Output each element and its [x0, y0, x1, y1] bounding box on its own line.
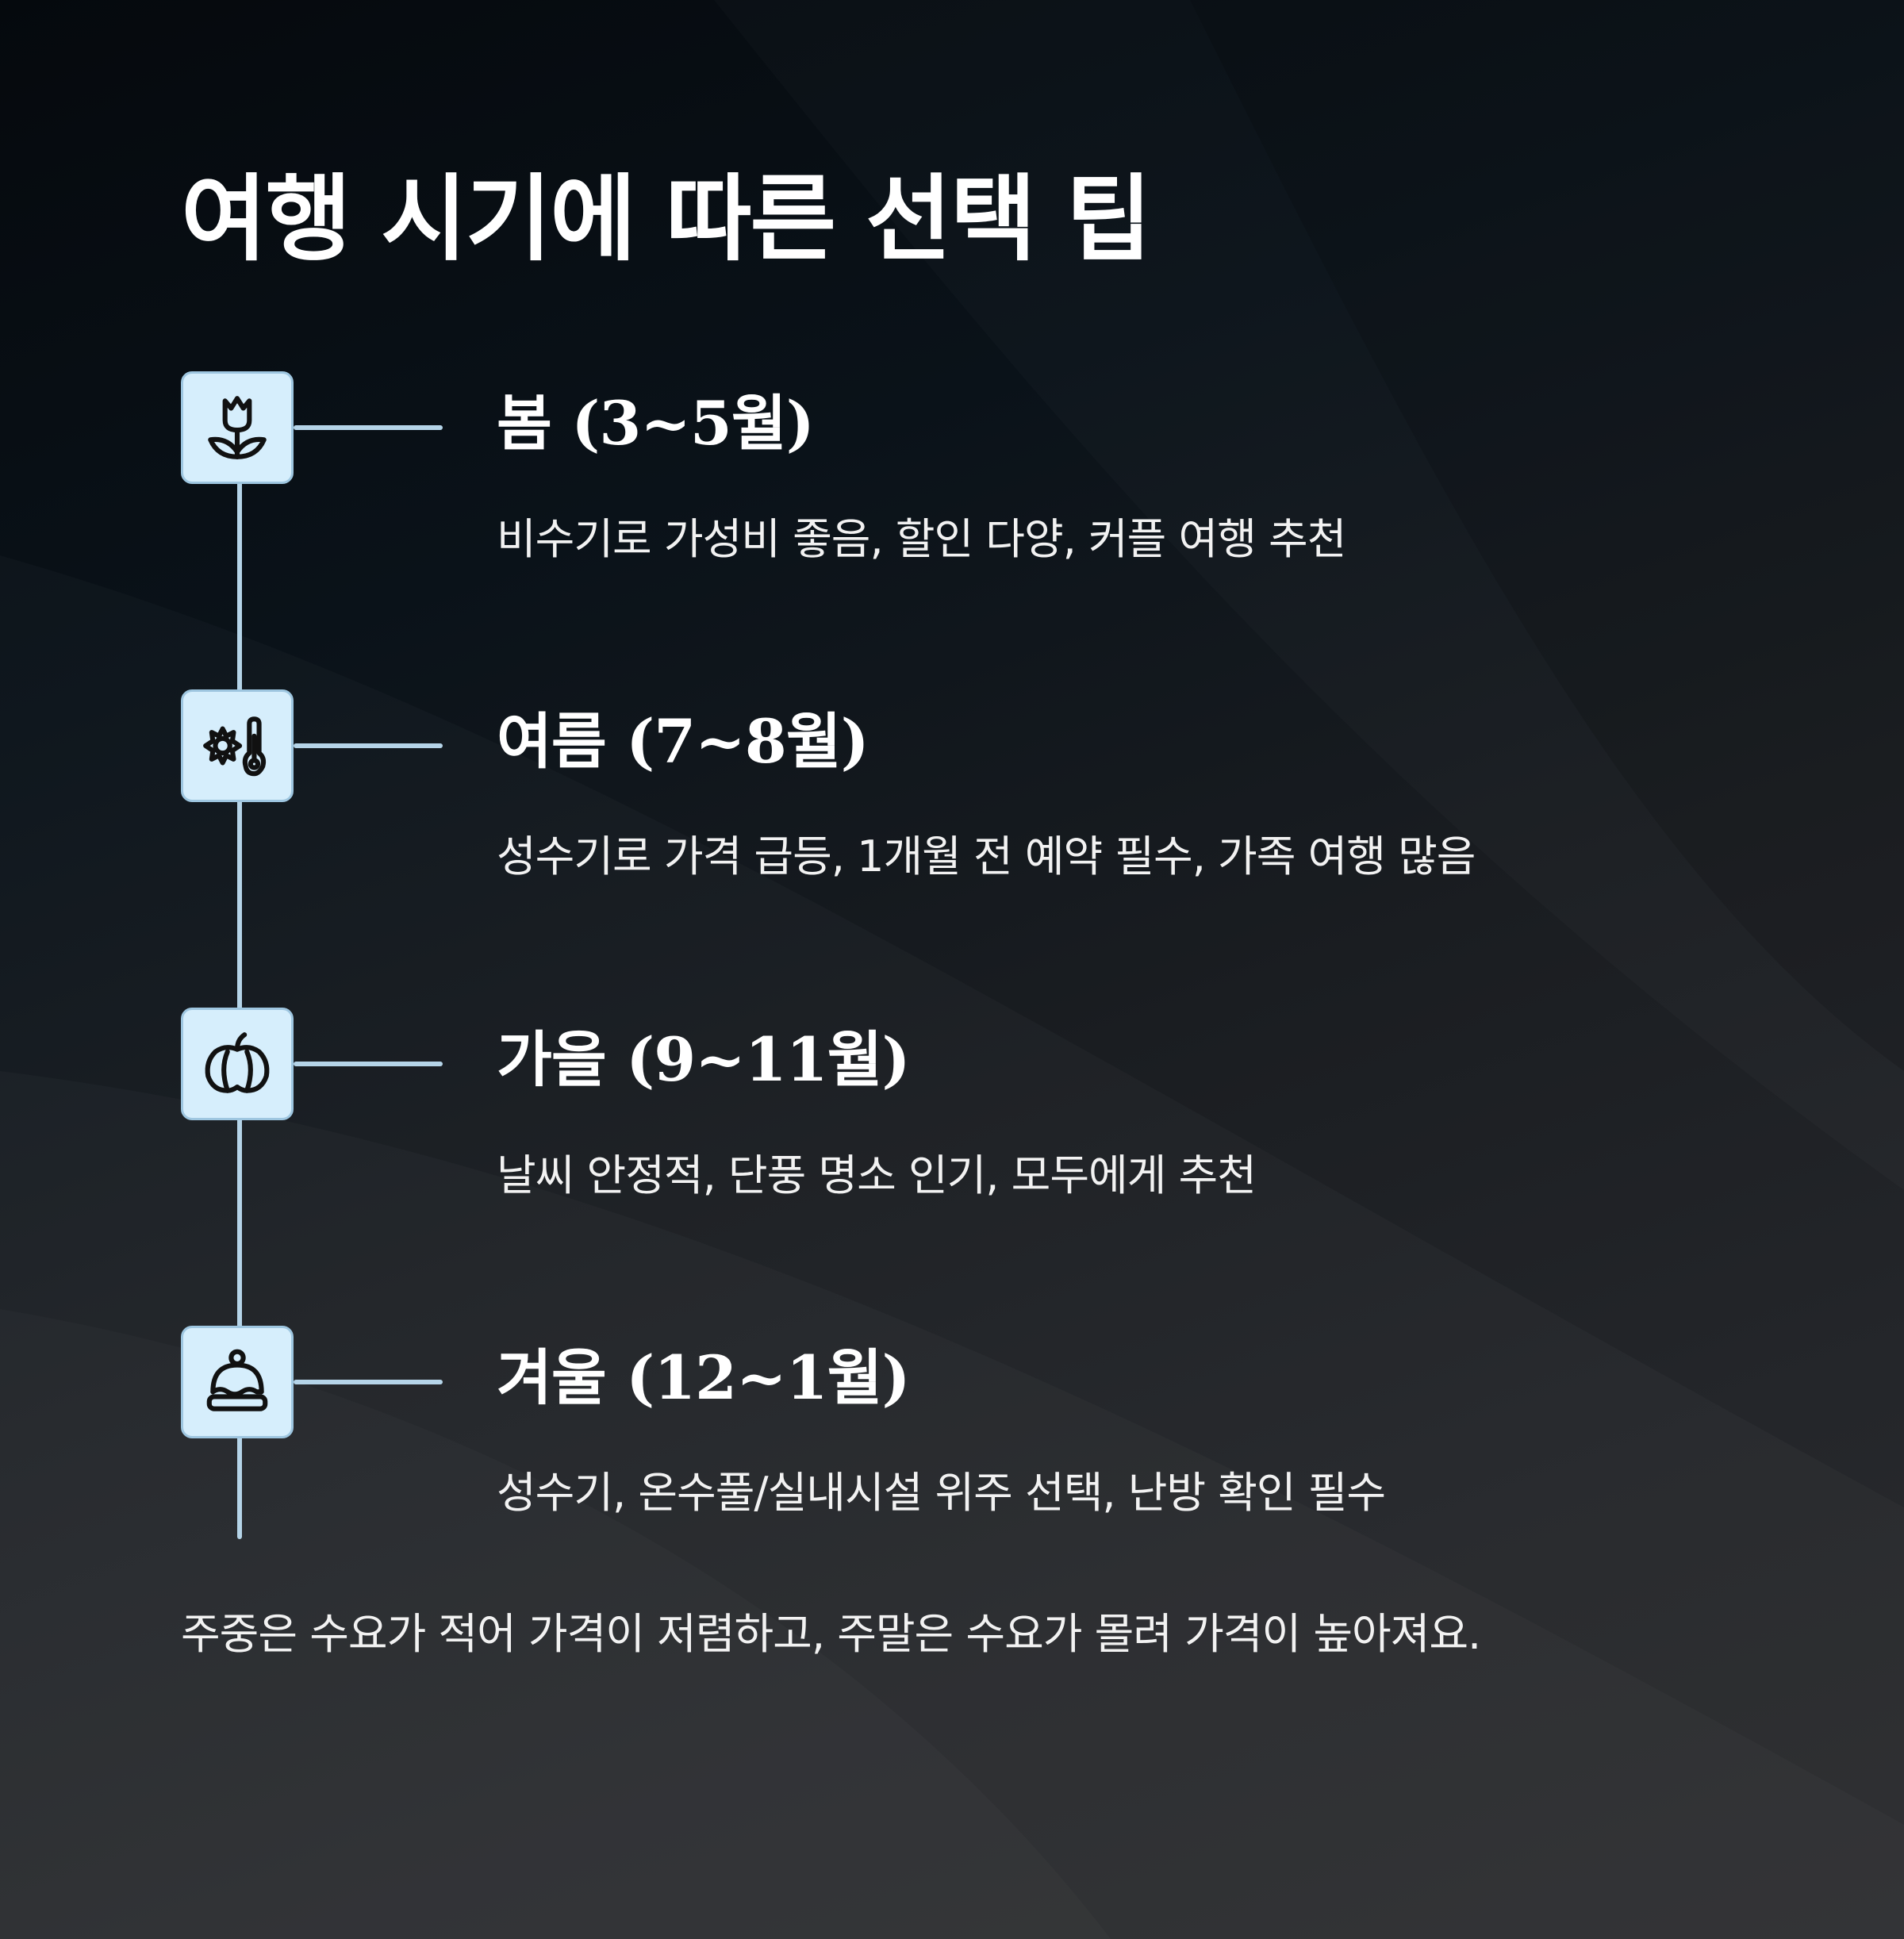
season-desc-autumn: 날씨 안정적, 단풍 명소 인기, 모두에게 추천	[497, 1150, 1257, 1200]
season-icon-box-summer	[181, 689, 294, 802]
winter-hat-icon	[206, 1349, 268, 1411]
season-desc-spring: 비수기로 가성비 좋음, 할인 다양, 커플 여행 추천	[497, 514, 1346, 564]
season-title-summer: 여름 (7~8월)	[497, 706, 869, 777]
season-title-winter: 겨울 (12~1월)	[497, 1342, 910, 1413]
connector-line	[294, 1380, 443, 1384]
footer-note: 주중은 수요가 적어 가격이 저렴하고, 주말은 수요가 몰려 가격이 높아져요…	[181, 1609, 1481, 1659]
connector-line	[294, 743, 443, 748]
season-desc-summer: 성수기로 가격 급등, 1개월 전 예약 필수, 가족 여행 많음	[497, 831, 1476, 881]
connector-line	[294, 425, 443, 430]
tulip-icon	[208, 396, 267, 459]
connector-line	[294, 1062, 443, 1066]
season-icon-box-autumn	[181, 1008, 294, 1120]
season-icon-box-winter	[181, 1326, 294, 1438]
season-title-spring: 봄 (3~5월)	[497, 388, 815, 459]
season-icon-box-spring	[181, 371, 294, 484]
pumpkin-icon	[205, 1032, 270, 1093]
page-title: 여행 시기에 따른 선택 팁	[181, 164, 1152, 274]
sun-thermometer-icon	[203, 716, 267, 777]
timeline-line	[237, 444, 242, 1539]
season-desc-winter: 성수기, 온수풀/실내시설 위주 선택, 난방 확인 필수	[497, 1468, 1386, 1518]
season-title-autumn: 가을 (9~11월)	[497, 1024, 910, 1095]
